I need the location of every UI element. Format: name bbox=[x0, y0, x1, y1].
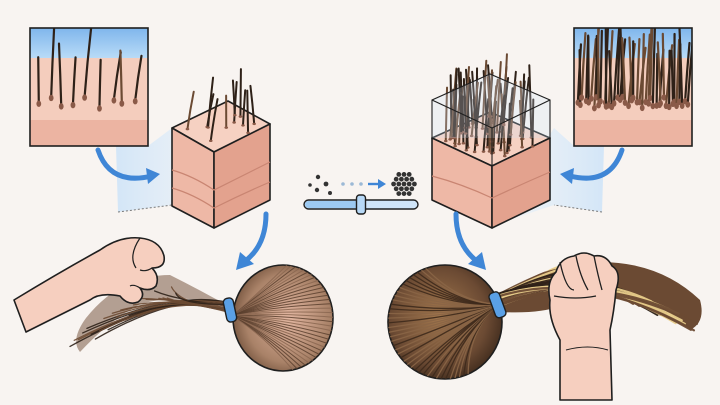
sparse-follicle-closeup-icon bbox=[29, 27, 149, 147]
dense-scalp-cube-icon bbox=[431, 53, 551, 229]
thick-ponytail-icon bbox=[387, 262, 702, 380]
dense-follicle-closeup-icon bbox=[573, 27, 693, 147]
density-control bbox=[303, 172, 419, 215]
right-dense-panel bbox=[387, 27, 702, 401]
density-slider[interactable] bbox=[303, 194, 419, 215]
left-sparse-panel bbox=[13, 27, 334, 372]
few-dots-icon bbox=[308, 174, 332, 195]
right-zoom-arrow bbox=[567, 147, 625, 181]
progress-dotted-line bbox=[341, 179, 386, 189]
right-down-arrow bbox=[453, 211, 481, 265]
open-hand-icon bbox=[13, 236, 166, 333]
fist-hand-icon bbox=[548, 252, 620, 401]
left-zoom-arrow bbox=[95, 147, 155, 181]
many-dots-icon bbox=[391, 172, 417, 197]
left-down-arrow bbox=[241, 211, 269, 265]
slider-thumb[interactable] bbox=[355, 194, 367, 215]
slider-fill bbox=[305, 201, 360, 208]
sparse-scalp-cube-icon bbox=[171, 68, 271, 229]
